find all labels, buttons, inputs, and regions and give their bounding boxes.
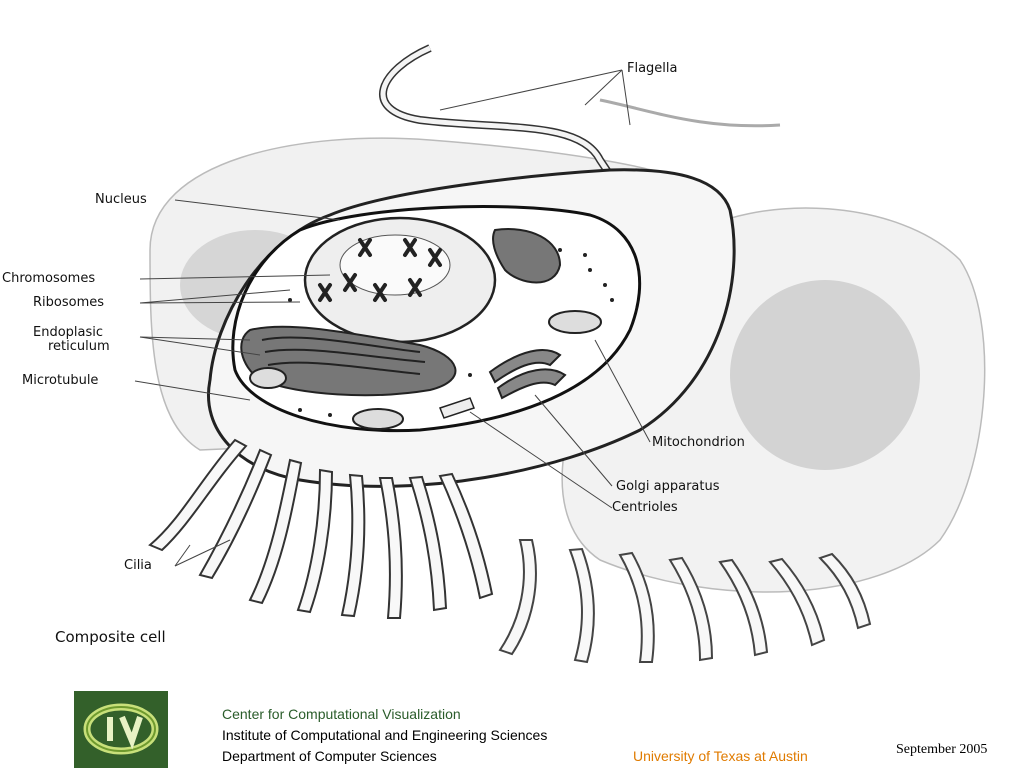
- label-endoplasmic-line2: reticulum: [48, 339, 110, 354]
- label-microtubule: Microtubule: [22, 373, 99, 388]
- chromosome-marks: [318, 238, 442, 302]
- er-right: [492, 228, 562, 284]
- footer-university: University of Texas at Austin: [633, 748, 808, 764]
- background-nucleus-right: [730, 280, 920, 470]
- cilia-right: [498, 539, 872, 664]
- centriole: [439, 397, 475, 419]
- composite-cell-diagram: [134, 44, 986, 664]
- label-ribosomes: Ribosomes: [33, 295, 105, 310]
- leader-lines: [134, 69, 651, 567]
- label-chromosomes: Chromosomes: [2, 271, 96, 286]
- nucleolus: [339, 234, 451, 296]
- label-endoplasmic-line1: Endoplasic: [33, 325, 104, 340]
- figure-caption: Composite cell: [55, 628, 166, 646]
- mitochondrion-3: [249, 367, 287, 389]
- mitochondrion-2: [352, 408, 404, 430]
- label-nucleus: Nucleus: [95, 192, 147, 207]
- footer-center-name: Center for Computational Visualization: [222, 706, 461, 722]
- mitochondrion-1: [548, 310, 602, 334]
- label-cilia: Cilia: [124, 558, 152, 573]
- label-golgi-apparatus: Golgi apparatus: [616, 479, 720, 494]
- golgi-apparatus: [488, 349, 567, 400]
- flagellum-main-inner: [380, 45, 613, 177]
- ccv-logo: [74, 691, 168, 768]
- label-centrioles: Centrioles: [612, 500, 678, 515]
- ribosome-dots: [288, 248, 614, 417]
- label-flagella: Flagella: [627, 61, 678, 76]
- label-mitochondrion: Mitochondrion: [652, 435, 745, 450]
- er-folds: [261, 336, 426, 375]
- footer-department: Department of Computer Sciences: [222, 748, 437, 764]
- footer-date: September 2005: [896, 742, 988, 757]
- footer-institute: Institute of Computational and Engineeri…: [222, 727, 548, 743]
- flagellum-secondary: [599, 98, 781, 128]
- ccv-logo-icon: [83, 703, 159, 755]
